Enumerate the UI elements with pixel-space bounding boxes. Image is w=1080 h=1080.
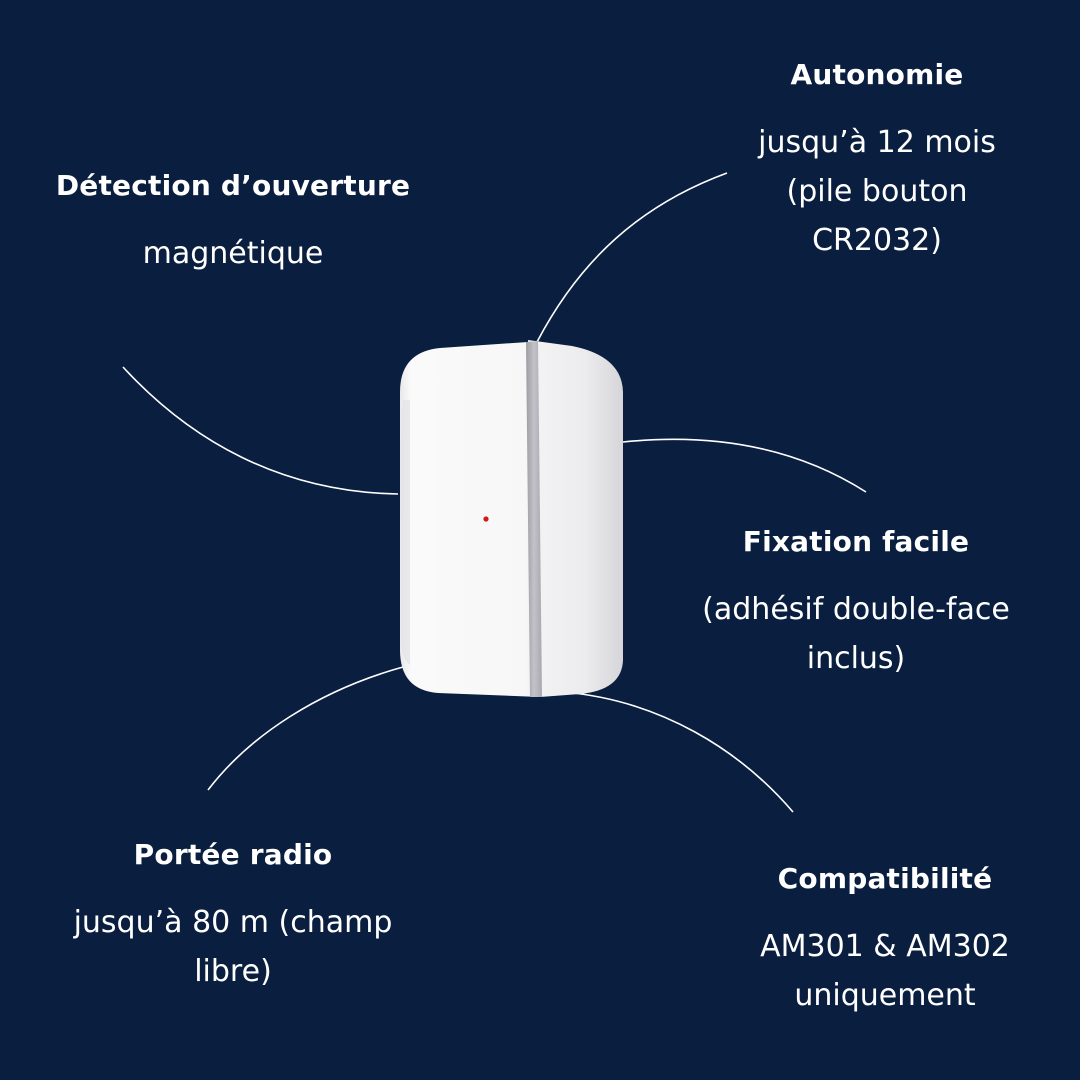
connector-fixation	[622, 438, 867, 493]
feature-portee-title: Portée radio	[133, 838, 333, 871]
feature-detection: Détection d’ouverture magnétique	[28, 142, 438, 297]
feature-portee: Portée radio jusqu’à 80 m (champ libre)	[38, 811, 428, 1015]
feature-autonomie-description: jusqu’à 12 mois (pile bouton CR2032)	[758, 125, 996, 258]
feature-compatibilite: Compatibilité AM301 & AM302 uniquement	[730, 835, 1040, 1039]
status-led-icon	[483, 516, 489, 522]
feature-detection-title: Détection d’ouverture	[55, 169, 411, 202]
sensor-slot	[526, 341, 542, 697]
connector-detection	[122, 366, 399, 495]
connector-compatibilite	[562, 691, 794, 813]
connector-portee	[207, 666, 404, 791]
feature-autonomie-title: Autonomie	[790, 58, 964, 91]
sensor-side-shade	[400, 400, 410, 665]
feature-fixation-description: (adhésif double-face inclus)	[702, 592, 1010, 676]
feature-compatibilite-title: Compatibilité	[777, 862, 993, 895]
feature-detection-description: magnétique	[142, 236, 324, 271]
magnet-body	[528, 340, 623, 697]
feature-fixation-title: Fixation facile	[742, 525, 970, 558]
sensor-body	[400, 342, 540, 697]
connector-autonomie	[536, 172, 728, 343]
feature-compatibilite-description: AM301 & AM302 uniquement	[760, 929, 1010, 1013]
feature-portee-description: jusqu’à 80 m (champ libre)	[73, 905, 393, 989]
feature-fixation: Fixation facile (adhésif double-face inc…	[666, 498, 1046, 702]
feature-autonomie: Autonomie jusqu’à 12 mois (pile bouton C…	[722, 31, 1032, 284]
